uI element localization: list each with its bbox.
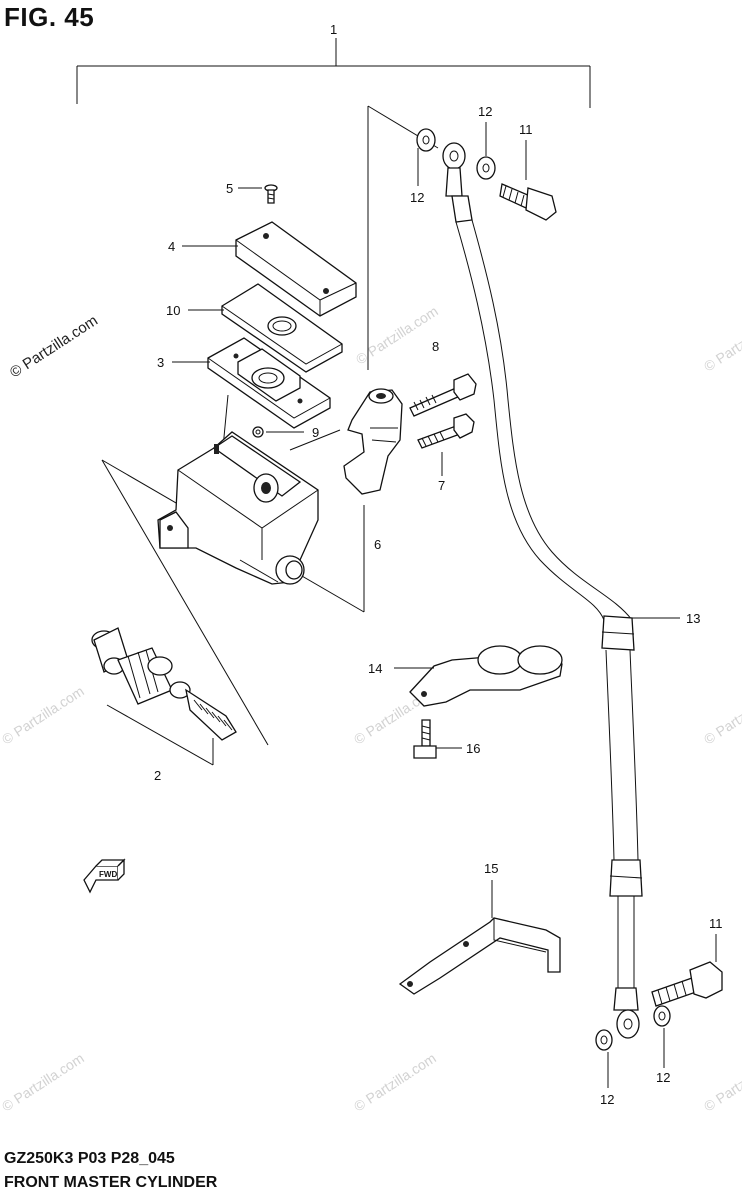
- callout-leaders: [172, 122, 717, 1088]
- callout-14: 14: [368, 661, 382, 676]
- callout-3: 3: [157, 355, 164, 370]
- reservoir-cap: [235, 221, 357, 317]
- holder-bolt-short: [417, 413, 475, 449]
- assembly-bracket: [76, 38, 591, 108]
- callout-12-bottom-right: 12: [656, 1070, 670, 1085]
- callout-12-bottom-left: 12: [600, 1092, 614, 1107]
- figure-name: FRONT MASTER CYLINDER: [4, 1174, 218, 1191]
- brake-hose: [442, 142, 643, 1039]
- union-bolt-bottom: [651, 961, 723, 1007]
- cap-plate: [221, 283, 343, 373]
- watermark: © Partzilla.com: [353, 303, 441, 368]
- callout-8: 8: [432, 339, 439, 354]
- callout-12-top-left: 12: [410, 190, 424, 205]
- watermark: © Partzilla.com: [351, 1050, 439, 1115]
- callout-13: 13: [686, 611, 700, 626]
- hose-clamp: [409, 645, 563, 707]
- lever-holder: [343, 388, 403, 495]
- clamp-bolt: [413, 719, 437, 759]
- callout-15: 15: [484, 861, 498, 876]
- bottom-washers: [595, 1005, 671, 1051]
- callout-11-bottom: 11: [709, 916, 723, 931]
- callout-2: 2: [154, 768, 161, 783]
- small-washer: [252, 426, 264, 438]
- top-washers: [416, 128, 496, 180]
- callout-10: 10: [166, 303, 180, 318]
- figure-title: FIG. 45: [4, 2, 95, 32]
- watermark: © Partzilla.com: [0, 1050, 87, 1115]
- callout-1: 1: [330, 22, 337, 37]
- watermark: © Partzilla.com: [0, 683, 87, 748]
- watermark-main: © Partzilla.com: [7, 312, 101, 381]
- callout-11-top: 11: [519, 122, 533, 137]
- callout-5: 5: [226, 181, 233, 196]
- callout-16: 16: [466, 741, 480, 756]
- hose-bracket: [398, 917, 561, 995]
- holder-bolt-long: [409, 373, 477, 417]
- piston-set: [91, 627, 237, 741]
- master-cylinder-body: [157, 431, 319, 585]
- watermark: © Partzilla.com: [701, 683, 742, 748]
- fwd-label: FWD: [99, 870, 117, 879]
- watermark: © Partzilla.com: [701, 310, 742, 375]
- callout-9: 9: [312, 425, 319, 440]
- callout-6: 6: [374, 537, 381, 552]
- callout-4: 4: [168, 239, 175, 254]
- callout-12-top-right: 12: [478, 104, 492, 119]
- figure-code: GZ250K3 P03 P28_045: [4, 1150, 175, 1167]
- watermark: © Partzilla.com: [701, 1050, 742, 1115]
- callout-7: 7: [438, 478, 445, 493]
- callout-numbers: 1 2 3 4 5 6 7 8 9 10 11 11 12 12 12 12 1…: [154, 22, 723, 1107]
- fwd-arrow-icon: FWD: [83, 858, 126, 894]
- union-bolt-top: [499, 183, 557, 221]
- cover-screw: [264, 184, 278, 204]
- diaphragm: [207, 337, 331, 429]
